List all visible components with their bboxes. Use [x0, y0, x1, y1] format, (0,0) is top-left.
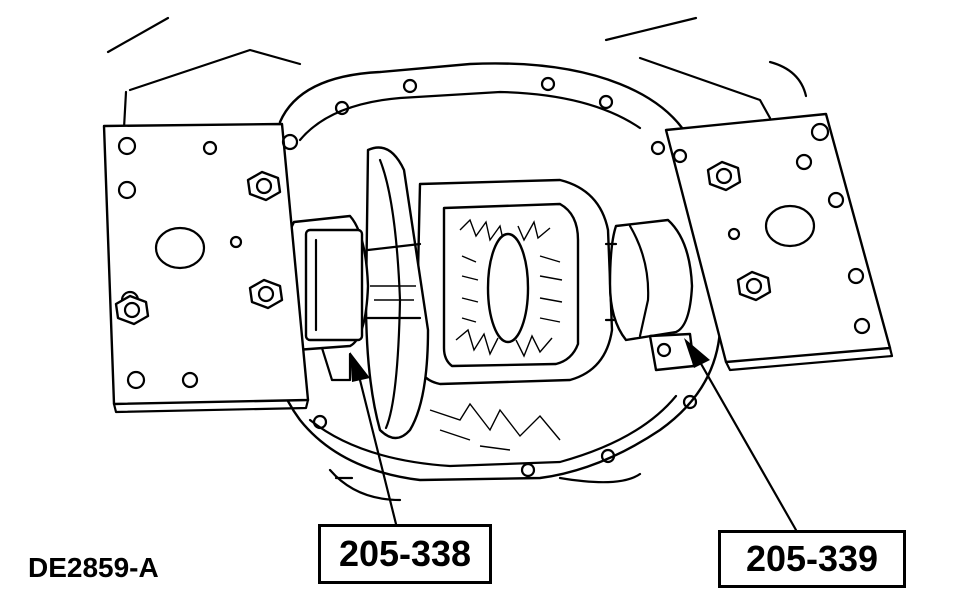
figure-id: DE2859-A	[28, 552, 159, 583]
callout-leader-left	[350, 352, 398, 526]
background-frame-lines	[106, 16, 808, 130]
differential-case	[364, 146, 614, 451]
right-bearing-cup	[604, 218, 696, 372]
callout-label-205-338: 205-338	[318, 524, 492, 584]
callout-leader-right	[684, 338, 798, 532]
callout-label-205-339: 205-339	[718, 530, 906, 588]
right-installer-plate	[664, 112, 894, 372]
left-installer-plate	[102, 122, 310, 414]
